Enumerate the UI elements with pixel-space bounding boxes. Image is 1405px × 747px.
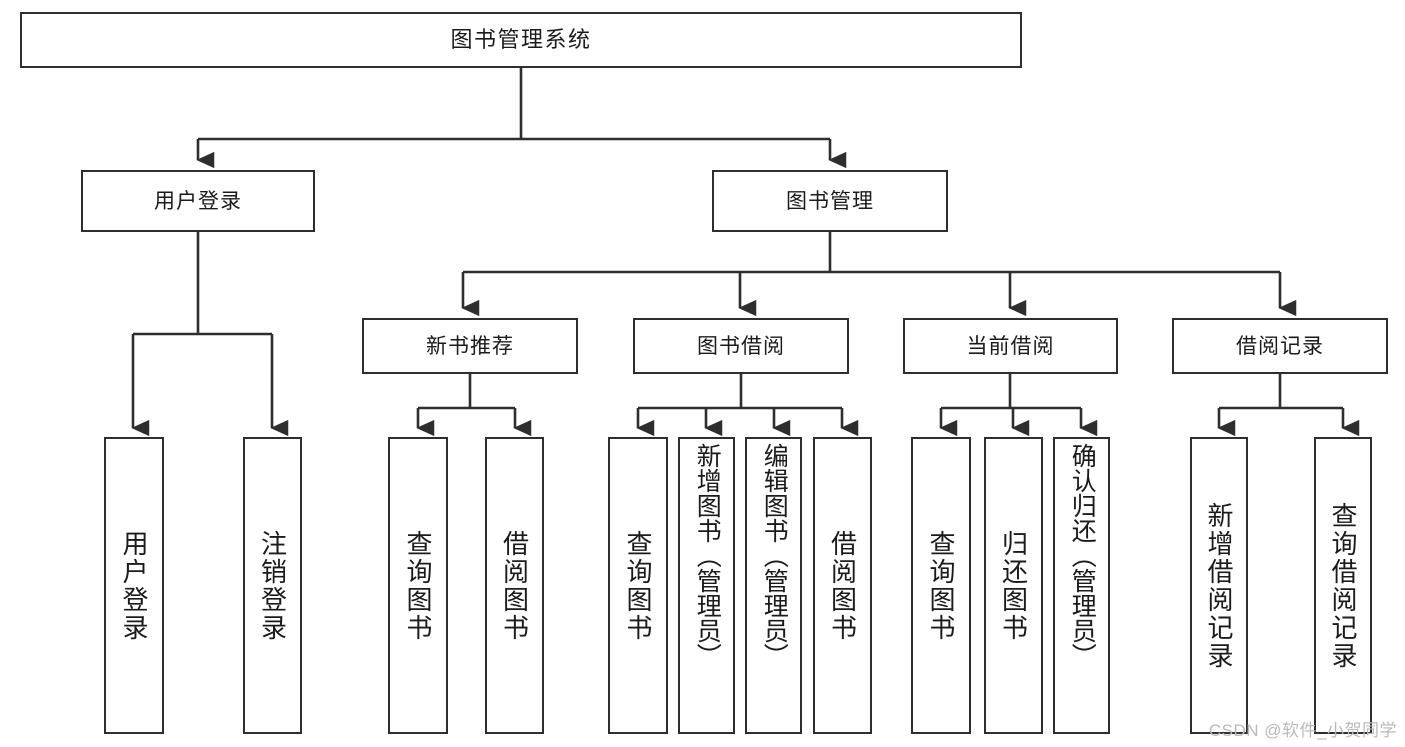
node-leaf-user-login[interactable]: 用户登录 [104,437,164,734]
node-user-login-label: 用户登录 [154,189,242,213]
node-leaf-confirm-return-label: 确认归还（管理员） [1068,443,1097,668]
node-root[interactable]: 图书管理系统 [20,12,1022,68]
node-leaf-query-record[interactable]: 查询借阅记录 [1314,437,1372,734]
node-leaf-add-record-label: 新增借阅记录 [1204,501,1235,670]
node-leaf-borrow-book-1-label: 借阅图书 [499,529,530,642]
node-leaf-return-book-label: 归还图书 [998,529,1029,642]
node-leaf-user-login-label: 用户登录 [119,529,150,642]
node-leaf-query-book-3[interactable]: 查询图书 [911,437,971,734]
node-leaf-add-book-label: 新增图书（管理员） [693,443,722,668]
node-book-borrow[interactable]: 图书借阅 [633,318,849,374]
node-leaf-add-record[interactable]: 新增借阅记录 [1190,437,1248,734]
watermark-text: CSDN @软件_小贺同学 [1208,721,1397,740]
node-leaf-edit-book[interactable]: 编辑图书（管理员） [745,437,802,734]
node-leaf-borrow-book-2-label: 借阅图书 [827,529,858,642]
node-current-borrow[interactable]: 当前借阅 [903,318,1118,374]
node-leaf-query-book-3-label: 查询图书 [926,529,957,642]
node-leaf-query-book-1-label: 查询图书 [403,529,434,642]
node-leaf-query-book-2-label: 查询图书 [623,529,654,642]
node-leaf-query-record-label: 查询借阅记录 [1328,501,1359,670]
node-root-label: 图书管理系统 [450,27,592,52]
node-new-book-recommend-label: 新书推荐 [426,334,514,358]
node-book-management-label: 图书管理 [786,189,874,213]
node-leaf-borrow-book-2[interactable]: 借阅图书 [813,437,872,734]
node-leaf-confirm-return[interactable]: 确认归还（管理员） [1053,437,1110,734]
node-leaf-add-book[interactable]: 新增图书（管理员） [678,437,735,734]
node-leaf-query-book-1[interactable]: 查询图书 [388,437,448,734]
node-leaf-query-book-2[interactable]: 查询图书 [608,437,668,734]
node-book-borrow-label: 图书借阅 [697,334,785,358]
node-leaf-logout-label: 注销登录 [257,529,288,642]
node-book-management[interactable]: 图书管理 [712,170,948,232]
node-current-borrow-label: 当前借阅 [966,334,1055,358]
node-borrow-record[interactable]: 借阅记录 [1172,318,1388,374]
node-leaf-edit-book-label: 编辑图书（管理员） [760,443,789,668]
node-user-login[interactable]: 用户登录 [81,170,315,232]
node-new-book-recommend[interactable]: 新书推荐 [362,318,578,374]
node-leaf-return-book[interactable]: 归还图书 [984,437,1043,734]
node-leaf-borrow-book-1[interactable]: 借阅图书 [485,437,544,734]
node-leaf-logout[interactable]: 注销登录 [243,437,302,734]
node-borrow-record-label: 借阅记录 [1236,334,1324,358]
